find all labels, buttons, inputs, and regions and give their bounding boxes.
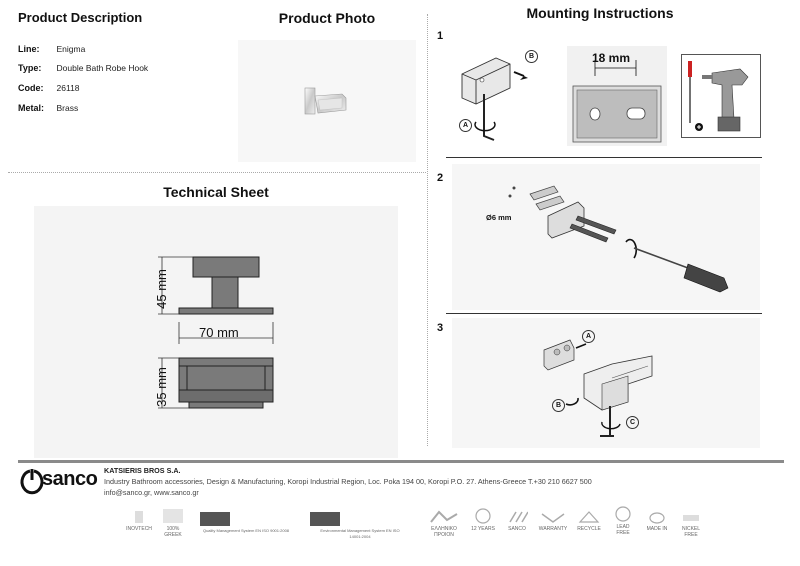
product-description-title: Product Description xyxy=(18,10,143,25)
desc-value: Double Bath Robe Hook xyxy=(56,63,149,73)
company-address: Industry Bathroom accessories, Design & … xyxy=(104,477,592,486)
cert-greek-icon: 100% GREEK xyxy=(158,508,188,538)
footer-divider xyxy=(18,460,784,463)
cert-label: Quality Management System EN ISO 9001:20… xyxy=(202,528,290,533)
cert-label: MADE IN xyxy=(646,526,668,532)
step3-label-b: B xyxy=(552,399,565,412)
step3-illustration xyxy=(452,318,760,448)
cert-label: WARRANTY xyxy=(538,526,568,532)
step-number-3: 3 xyxy=(437,322,444,334)
cert-years-icon: 12 YEARS xyxy=(470,508,496,532)
desc-value: Brass xyxy=(56,103,79,113)
company-contact: info@sanco.gr, www.sanco.gr xyxy=(104,488,199,497)
step3-label-a: A xyxy=(582,330,595,343)
dim-height-bottom: 35 mm xyxy=(153,367,169,407)
cert-made-in-icon: MADE IN xyxy=(644,512,670,532)
cert-warranty-icon: WARRANTY xyxy=(538,512,568,532)
step1-label-b: B xyxy=(525,50,538,63)
cert-iso14001-icon: Environmental Management System EN ISO 1… xyxy=(310,512,410,540)
column-divider xyxy=(427,14,428,446)
dim-width: 70 mm xyxy=(199,325,239,340)
sanco-logo: sanco xyxy=(18,466,102,496)
cert-lead-free-icon: LEAD FREE xyxy=(610,506,636,536)
dim-height-top: 45 mm xyxy=(153,269,169,309)
cert-nickel-free-icon: NICKEL FREE xyxy=(676,512,706,538)
cert-label: INOVTECH xyxy=(126,526,152,532)
section-divider xyxy=(8,172,426,173)
step-divider xyxy=(446,157,762,158)
desc-label: Line: xyxy=(18,44,40,54)
cert-label: 100% GREEK xyxy=(164,526,182,538)
product-photo-image xyxy=(304,87,347,115)
desc-label: Metal: xyxy=(18,103,45,113)
step1-tools-illustration xyxy=(681,54,761,138)
desc-row-metal: Metal: Brass xyxy=(18,103,78,113)
cert-sanco-icon: SANCO xyxy=(504,510,530,532)
brand-name: sanco xyxy=(42,468,98,490)
step-divider xyxy=(446,313,762,314)
desc-row-line: Line: Enigma xyxy=(18,44,85,54)
cert-label: RECYCLE xyxy=(577,526,601,532)
step3-label-c: C xyxy=(626,416,639,429)
cert-label: ΕΛΛΗΝΙΚΟ ΠΡΟΙΟΝ xyxy=(431,526,457,538)
desc-label: Type: xyxy=(18,63,42,73)
product-photo-title: Product Photo xyxy=(278,10,376,26)
cert-label: 12 YEARS xyxy=(471,526,495,532)
desc-label: Code: xyxy=(18,83,44,93)
company-name: KATSIERIS BROS S.A. xyxy=(104,466,181,475)
cert-label: Environmental Management System EN ISO 1… xyxy=(320,528,400,539)
step1-spacing: 18 mm xyxy=(592,51,631,65)
technical-drawing-svg xyxy=(158,256,274,409)
desc-row-type: Type: Double Bath Robe Hook xyxy=(18,63,148,73)
desc-value: 26118 xyxy=(56,83,80,93)
step1-bracket-illustration xyxy=(452,44,552,148)
step-number-2: 2 xyxy=(437,172,444,184)
desc-value: Enigma xyxy=(56,44,86,54)
step1-plate-illustration xyxy=(567,46,667,146)
cert-label: NICKEL FREE xyxy=(681,526,701,538)
step2-illustration xyxy=(452,164,760,310)
product-photo xyxy=(238,40,416,162)
step-number-1: 1 xyxy=(437,30,444,42)
desc-row-code: Code: 26118 xyxy=(18,83,80,93)
step1-label-a: A xyxy=(459,119,472,132)
cert-label: LEAD FREE xyxy=(616,524,630,536)
cert-label: SANCO xyxy=(508,526,526,532)
technical-sheet-title: Technical Sheet xyxy=(163,184,269,200)
cert-inovtech-icon: INOVTECH xyxy=(126,510,152,532)
cert-iso9001-icon: Quality Management System EN ISO 9001:20… xyxy=(200,512,292,534)
cert-recycle-icon: RECYCLE xyxy=(576,510,602,532)
cert-greek-product-icon: ΕΛΛΗΝΙΚΟ ΠΡΟΙΟΝ xyxy=(428,510,460,538)
step2-drill-size: Ø6 mm xyxy=(486,213,512,222)
technical-drawing xyxy=(34,206,398,458)
mounting-title: Mounting Instructions xyxy=(526,5,674,21)
